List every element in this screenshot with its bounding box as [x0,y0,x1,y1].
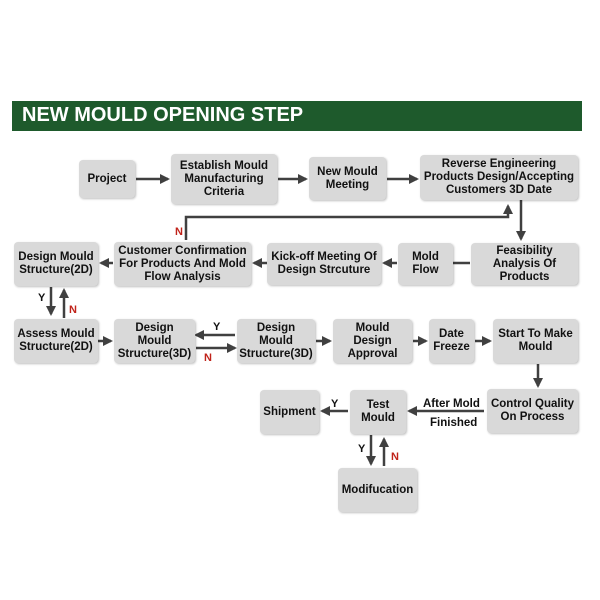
label-y-2d: Y [38,292,46,304]
step-new-mould-meeting: New Mould Meeting [309,157,386,200]
step-reverse-engineering: Reverse Engineering Products Design/Acce… [420,155,578,200]
step-design-approval-label: Mould Design Approval [347,321,398,360]
title-banner: NEW MOULD OPENING STEP [12,101,582,131]
step-mold-flow: Mold Flow [398,243,453,285]
step-assess-2d-label: Assess Mould Structure(2D) [17,328,95,353]
step-date-freeze-label: Date Freeze [433,328,470,353]
step-design-3d-a-label: Design Mould Structure(3D) [117,321,192,360]
step-test-mould: Test Mould [350,390,406,434]
step-shipment: Shipment [260,390,319,434]
step-project: Project [79,160,135,198]
step-kickoff-meeting: Kick-off Meeting Of Design Strcuture [267,243,381,285]
label-finished: Finished [430,417,478,429]
label-after-mold: After Mold [423,398,480,410]
step-start-make-mould: Start To Make Mould [493,319,578,363]
step-reverse-engineering-label: Reverse Engineering Products Design/Acce… [423,158,575,196]
step-control-quality-label: Control Quality On Process [490,398,575,423]
step-mold-flow-label: Mold Flow [412,251,439,276]
step-date-freeze: Date Freeze [429,319,474,363]
step-feasibility-analysis-label: Feasibility Analysis Of Products [492,244,557,283]
step-customer-confirmation: Customer Confirmation For Products And M… [114,242,251,286]
step-shipment-label: Shipment [263,405,316,418]
label-n-3d: N [204,352,212,364]
step-new-mould-meeting-label: New Mould Meeting [317,165,378,191]
step-test-mould-label: Test Mould [361,399,395,424]
label-y-modification: Y [358,443,366,455]
label-y-shipment: Y [331,398,339,410]
step-start-make-mould-label: Start To Make Mould [498,328,573,353]
step-design-3d-b: Design Mould Structure(3D) [237,319,315,363]
step-modification-label: Modifucation [341,483,414,496]
step-design-3d-a: Design Mould Structure(3D) [114,319,195,363]
step-design-2d-label: Design Mould Structure(2D) [18,251,94,276]
step-design-3d-b-label: Design Mould Structure(3D) [239,321,313,360]
label-y-3d: Y [213,321,221,333]
step-kickoff-meeting-label: Kick-off Meeting Of Design Strcuture [271,251,377,276]
step-establish-criteria-label: Establish Mould Manufacturing Criteria [179,159,269,198]
step-design-2d: Design Mould Structure(2D) [14,242,98,286]
step-modification: Modifucation [338,468,417,512]
step-design-approval: Mould Design Approval [333,319,412,363]
page-title: NEW MOULD OPENING STEP [22,104,304,126]
step-establish-criteria: Establish Mould Manufacturing Criteria [171,154,277,204]
label-n-2d: N [69,304,77,316]
arrow-customer-back-reverse [184,204,513,240]
step-control-quality: Control Quality On Process [487,389,578,433]
step-assess-2d: Assess Mould Structure(2D) [14,319,98,363]
step-customer-confirmation-label: Customer Confirmation For Products And M… [118,244,247,283]
label-n-top: N [175,226,183,238]
label-n-modification: N [391,451,399,463]
step-project-label: Project [87,172,127,185]
step-feasibility-analysis: Feasibility Analysis Of Products [471,243,578,285]
